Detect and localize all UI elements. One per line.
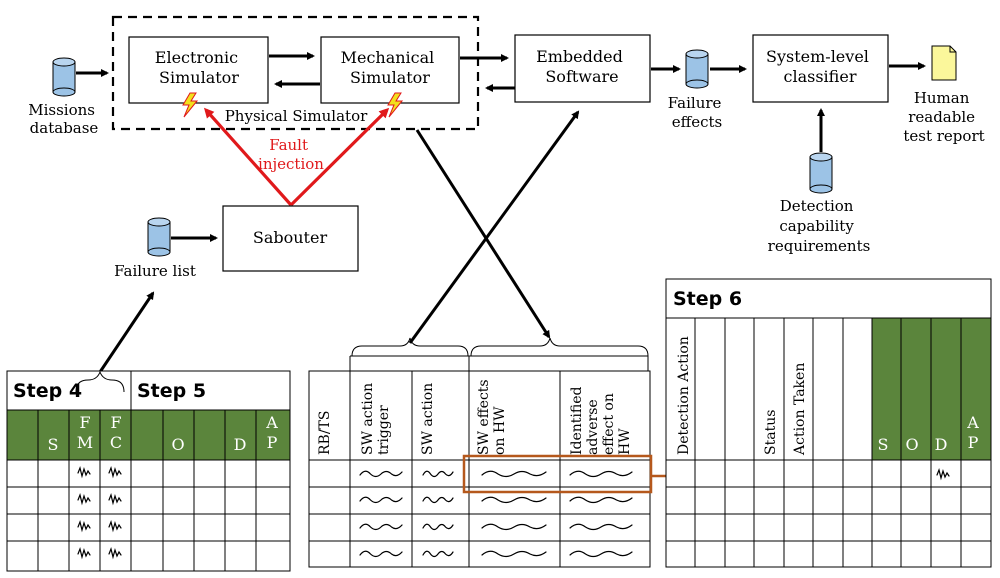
report-document-icon bbox=[931, 45, 957, 81]
adverse-effect-entry bbox=[569, 496, 633, 504]
sw-action-trigger-entry bbox=[359, 550, 403, 558]
mid-header-rbts: RB/TS bbox=[317, 411, 333, 455]
failure-effects-label: Failure effects bbox=[668, 94, 726, 131]
sw-action-trigger-entry bbox=[359, 470, 403, 478]
failure-list-database-icon bbox=[147, 217, 171, 257]
fault-bolt-icon-electronic bbox=[182, 92, 199, 118]
missions-database-label: Missions database bbox=[28, 101, 100, 137]
svg-text:F: F bbox=[79, 413, 90, 432]
svg-text:A: A bbox=[966, 413, 979, 432]
mid-header-sw-effects: SW effects on HW bbox=[476, 379, 508, 455]
right-fmea-table bbox=[665, 278, 992, 568]
middle-table-entries bbox=[359, 470, 633, 558]
electronic-simulator-box bbox=[128, 36, 269, 104]
sw-action-entry bbox=[422, 470, 454, 478]
right-header-status: Status bbox=[763, 410, 779, 455]
right-header-ap: A P bbox=[966, 413, 979, 452]
sw-action-entry bbox=[422, 496, 454, 504]
fm-entry-mark bbox=[77, 493, 91, 506]
fault-injection-label: Fault injection bbox=[258, 136, 324, 173]
right-header-detection-action: Detection Action bbox=[676, 336, 692, 455]
step-6-label: Step 6 bbox=[673, 288, 742, 310]
mechanical-simulator-box bbox=[320, 36, 460, 104]
svg-text:A: A bbox=[265, 413, 278, 432]
left-header-ap: A P bbox=[265, 413, 278, 452]
svg-text:C: C bbox=[110, 433, 122, 452]
right-header-o: O bbox=[905, 435, 918, 454]
failure-list-label: Failure list bbox=[114, 262, 196, 280]
detection-requirements-label: Detection capability requirements bbox=[768, 197, 871, 255]
svg-text:SW effects: SW effects bbox=[476, 379, 492, 455]
mid-header-sw-action-trigger: SW action trigger bbox=[360, 383, 392, 455]
left-header-o: O bbox=[171, 435, 184, 454]
adverse-effect-entry bbox=[569, 550, 633, 558]
mechanical-simulator-label: Mechanical Simulator bbox=[341, 48, 440, 87]
d-entry-mark bbox=[936, 468, 950, 481]
svg-text:Identified: Identified bbox=[569, 386, 585, 455]
detection-requirements-database-icon bbox=[809, 152, 833, 194]
sw-action-entry bbox=[422, 550, 454, 558]
fc-entry-mark bbox=[108, 547, 122, 560]
fm-entry-mark bbox=[77, 466, 91, 479]
embedded-software-box bbox=[514, 34, 651, 103]
sw-action-trigger-entry bbox=[359, 523, 403, 531]
svg-text:effect on: effect on bbox=[601, 393, 617, 455]
svg-text:HW: HW bbox=[617, 428, 633, 455]
report-label: Human readable test report bbox=[903, 89, 984, 145]
mid-header-identified-adverse-effect: Identified adverse effect on HW bbox=[569, 386, 633, 455]
adverse-effect-entry bbox=[569, 523, 633, 531]
svg-text:adverse: adverse bbox=[585, 399, 601, 455]
step-5-label: Step 5 bbox=[137, 380, 206, 402]
right-header-action-taken: Action Taken bbox=[792, 363, 808, 456]
fm-entry-mark bbox=[77, 547, 91, 560]
failure-effects-database-icon bbox=[685, 49, 709, 89]
sabouter-box bbox=[222, 205, 359, 272]
svg-text:M: M bbox=[77, 433, 93, 452]
electronic-simulator-label: Electronic Simulator bbox=[155, 48, 243, 87]
left-fmea-table bbox=[6, 370, 291, 572]
fm-entry-mark bbox=[77, 520, 91, 533]
right-table-entries bbox=[936, 468, 950, 481]
fault-bolt-icon-mechanical bbox=[387, 92, 404, 118]
svg-text:F: F bbox=[110, 413, 121, 432]
sabouter-label: Sabouter bbox=[253, 228, 328, 247]
classifier-label: System-level classifier bbox=[766, 47, 874, 86]
left-header-fm: F M bbox=[77, 413, 93, 452]
left-header-d: D bbox=[234, 435, 247, 454]
svg-text:P: P bbox=[968, 433, 979, 452]
adverse-effect-entry bbox=[569, 470, 633, 478]
svg-text:on HW: on HW bbox=[492, 406, 508, 455]
missions-database-icon bbox=[52, 57, 76, 97]
left-header-s: S bbox=[48, 435, 59, 454]
mid-header-sw-action: SW action bbox=[420, 383, 436, 455]
svg-text:SW action: SW action bbox=[360, 383, 376, 455]
sw-action-trigger-entry bbox=[359, 496, 403, 504]
svg-text:P: P bbox=[267, 433, 278, 452]
sw-effects-entry bbox=[481, 496, 547, 504]
right-green-header-cell bbox=[960, 317, 992, 461]
physical-simulator-label: Physical Simulator bbox=[225, 107, 368, 125]
sw-action-entry bbox=[422, 523, 454, 531]
step-4-label: Step 4 bbox=[13, 380, 82, 402]
left-header-fc: F C bbox=[110, 413, 122, 452]
system-level-classifier-box bbox=[752, 34, 889, 103]
sw-effects-entry bbox=[481, 470, 547, 478]
right-header-s: S bbox=[878, 435, 889, 454]
sw-effects-entry bbox=[481, 550, 547, 558]
highlight-box bbox=[462, 454, 653, 494]
embedded-software-label: Embedded Software bbox=[536, 47, 628, 86]
fc-entry-mark bbox=[108, 466, 122, 479]
right-header-d: D bbox=[935, 435, 948, 454]
middle-fmea-table bbox=[308, 355, 651, 568]
fc-entry-mark bbox=[108, 493, 122, 506]
sw-effects-entry bbox=[481, 523, 547, 531]
svg-text:trigger: trigger bbox=[376, 405, 392, 455]
physical-simulator-frame bbox=[111, 15, 480, 131]
left-table-entries bbox=[77, 466, 122, 560]
fc-entry-mark bbox=[108, 520, 122, 533]
